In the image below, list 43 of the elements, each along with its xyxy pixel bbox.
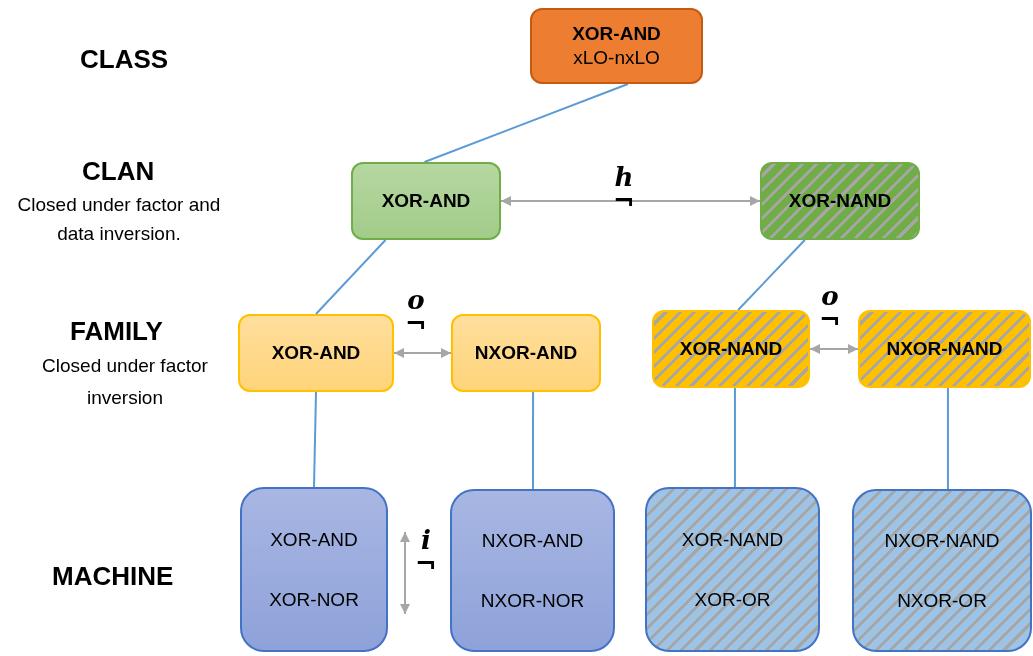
- node-text: XOR-OR: [694, 587, 771, 612]
- clan-box: [351, 162, 501, 240]
- node-text: XOR-NAND: [788, 189, 892, 213]
- connector-line: [423, 83, 629, 163]
- class-box: [530, 8, 703, 84]
- node-text: XOR-AND: [271, 341, 361, 365]
- level-heading: CLAN: [82, 155, 155, 188]
- node-text: XOR-NAND: [681, 527, 784, 552]
- node-text: NXOR-AND: [481, 528, 584, 553]
- node-text: NXOR-OR: [897, 588, 987, 613]
- edge-label: o ¬: [818, 284, 842, 332]
- level-heading: FAMILY: [70, 315, 163, 348]
- double-arrow: [393, 348, 452, 358]
- double-arrow: [809, 344, 859, 354]
- level-note: Closed under factor and data inversion.: [16, 193, 222, 246]
- node-text: XOR-AND: [572, 22, 661, 46]
- family-box: [238, 314, 394, 392]
- node-text: xLO-nxLO: [573, 46, 660, 70]
- connector-line: [313, 391, 317, 488]
- machine-box: [240, 487, 388, 652]
- connector-line: [733, 387, 736, 488]
- node-text: XOR-AND: [381, 189, 471, 213]
- edge-label: o ¬: [404, 288, 428, 336]
- node-text: NXOR-AND: [474, 341, 578, 365]
- connector-line: [737, 239, 806, 311]
- family-box: [451, 314, 601, 392]
- machine-box: [852, 489, 1032, 652]
- operator-label: i ¬: [414, 528, 438, 576]
- edge-label: h ¬: [612, 165, 636, 213]
- machine-box: [645, 487, 820, 652]
- node-text: NXOR-NOR: [480, 588, 585, 613]
- level-heading: CLASS: [80, 43, 169, 76]
- machine-box: [450, 489, 615, 652]
- level-heading: MACHINE: [52, 560, 174, 593]
- level-note: Closed under factor inversion: [41, 354, 209, 410]
- connector-line: [532, 391, 535, 490]
- double-arrow: [500, 196, 761, 206]
- node-text: XOR-AND: [270, 527, 358, 552]
- node-text: XOR-NOR: [269, 587, 359, 612]
- node-text: NXOR-NAND: [884, 528, 1000, 553]
- clan-box: [760, 162, 920, 240]
- connector-line: [946, 387, 949, 490]
- connector-line: [315, 239, 387, 315]
